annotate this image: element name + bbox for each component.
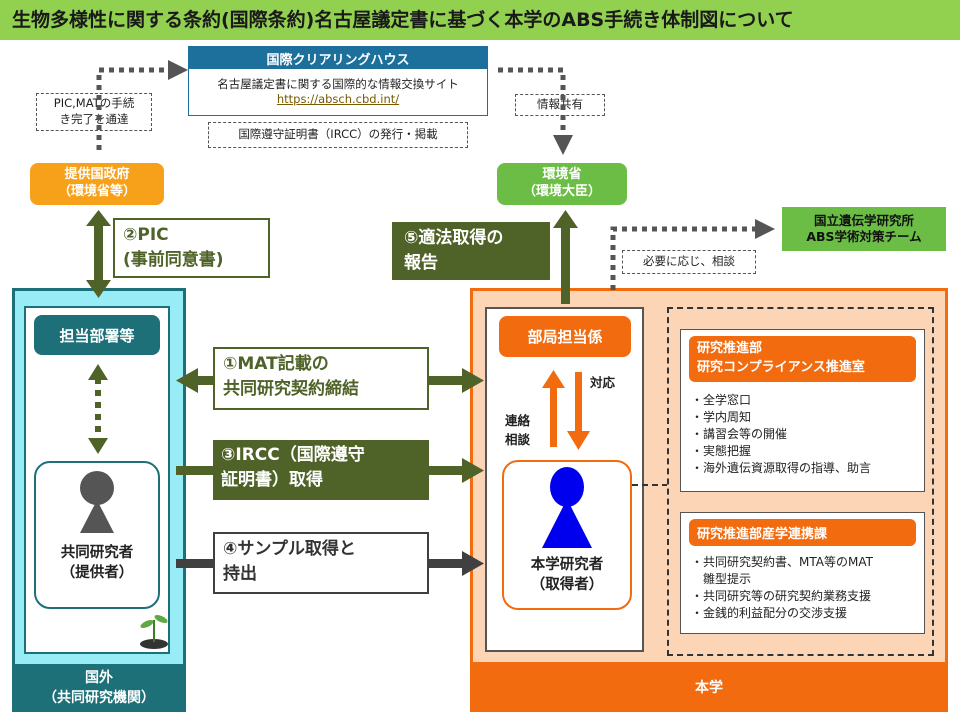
clearing-house-desc: 名古屋議定書に関する国際的な情報交換サイト bbox=[217, 77, 459, 91]
support-region bbox=[667, 307, 934, 656]
report-up-arrow bbox=[553, 210, 578, 304]
univ-researcher-label: 本学研究者 （取得者） bbox=[530, 556, 604, 593]
univ-person-icon bbox=[542, 467, 592, 548]
university-footer: 本学 bbox=[470, 662, 948, 712]
list-item: ・実態把握 bbox=[691, 443, 752, 458]
report-label: ⑤適法取得の 報告 bbox=[392, 222, 550, 280]
compliance-office-box: 研究推進部 研究コンプライアンス推進室 ・全学窓口 ・学内周知 ・講習会等の開催… bbox=[680, 329, 925, 492]
list-item: ・全学窓口 bbox=[691, 392, 752, 407]
foreign-researcher-label: 共同研究者 （提供者） bbox=[60, 544, 134, 581]
respond-label: 対応 bbox=[590, 375, 616, 390]
nig-abs-team-box: 国立遺伝学研究所 ABS学術対策チーム bbox=[782, 207, 946, 251]
pic-label: ②PIC (事前同意書) bbox=[113, 218, 270, 278]
seedling-icon bbox=[140, 614, 168, 649]
list-item: ・講習会等の開催 bbox=[691, 426, 788, 441]
dotted-arrow-to-nig bbox=[610, 219, 775, 290]
clearing-house-box: 国際クリアリングハウス 名古屋議定書に関する国際的な情報交換サイト https:… bbox=[188, 46, 488, 116]
page-title: 生物多様性に関する条約(国際条約)名古屋議定書に基づく本学のABS手続き体制図に… bbox=[0, 0, 960, 40]
list-item: ・金銭的利益配分の交渉支援 bbox=[691, 606, 848, 620]
univ-internal-arrows bbox=[542, 370, 590, 450]
contact-label: 連絡 相談 bbox=[505, 413, 531, 447]
compliance-office-list: ・全学窓口 ・学内周知 ・講習会等の開催 ・実態把握 ・海外遺伝資源取得の指導、… bbox=[691, 392, 924, 477]
foreign-person-icon bbox=[80, 471, 114, 533]
provider-government-box: 提供国政府 （環境省等） bbox=[30, 163, 164, 205]
notify-left-note: PIC,MATの手続 き完了を通達 bbox=[36, 93, 152, 131]
compliance-office-title: 研究推進部 研究コンプライアンス推進室 bbox=[689, 336, 916, 382]
list-item: ・共同研究等の研究契約業務支援 bbox=[691, 589, 872, 603]
foreign-internal-dotted-arrow bbox=[88, 364, 108, 454]
foreign-footer: 国外 （共同研究機関） bbox=[12, 664, 186, 712]
industry-collab-list: ・共同研究契約書、MTA等のMAT 雛型提示 ・共同研究等の研究契約業務支援 ・… bbox=[691, 554, 924, 622]
foreign-dept-box: 担当部署等 bbox=[34, 315, 160, 355]
consult-note: 必要に応じ、相談 bbox=[622, 250, 756, 274]
clearing-house-url[interactable]: https://absch.cbd.int/ bbox=[276, 92, 400, 106]
dotted-arrow-to-environment-ministry bbox=[498, 67, 573, 155]
step1-label: ①MAT記載の 共同研究契約締結 bbox=[213, 347, 429, 410]
environment-ministry-box: 環境省 （環境大臣） bbox=[497, 163, 627, 205]
notify-right-note: 情報共有 bbox=[515, 94, 605, 116]
industry-collab-title: 研究推進部産学連携課 bbox=[689, 519, 916, 546]
list-item: ・学内周知 bbox=[691, 409, 752, 424]
step3-label: ③IRCC（国際遵守 証明書）取得 bbox=[213, 440, 429, 500]
industry-collab-box: 研究推進部産学連携課 ・共同研究契約書、MTA等のMAT 雛型提示 ・共同研究等… bbox=[680, 512, 925, 634]
list-item: ・海外遺伝資源取得の指導、助言 bbox=[691, 460, 872, 475]
clearing-house-title: 国際クリアリングハウス bbox=[189, 47, 487, 69]
step4-label: ④サンプル取得と 持出 bbox=[213, 532, 429, 594]
ircc-publish-note: 国際遵守証明書（IRCC）の発行・掲載 bbox=[208, 122, 468, 148]
dotted-arrow-to-clearing-house bbox=[96, 60, 188, 150]
list-item: ・共同研究契約書、MTA等のMAT 雛型提示 bbox=[691, 555, 873, 586]
univ-dept-box: 部局担当係 bbox=[499, 316, 631, 357]
pic-double-arrow bbox=[86, 210, 111, 298]
